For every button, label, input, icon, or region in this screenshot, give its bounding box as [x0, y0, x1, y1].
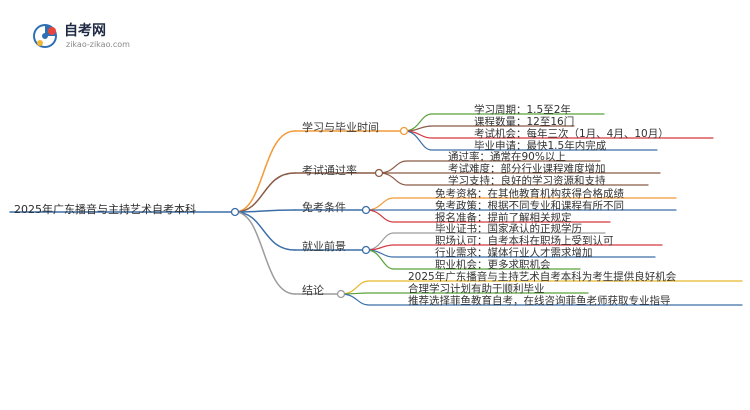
branch-connector-0 — [234, 130, 296, 213]
branch-collapse-toggle-1[interactable] — [374, 168, 384, 178]
leaf-conclusion-recommendation: 推荐选择菲鱼教育自考，在线咨询菲鱼老师获取专业指导 — [408, 295, 671, 307]
logo-title: 自考网 — [64, 23, 106, 39]
branch-pass-rate[interactable]: 考试通过率 — [302, 164, 357, 177]
leaf-connector-1-2 — [378, 172, 649, 186]
branch-collapse-toggle-3[interactable] — [361, 245, 371, 255]
leaf-connector-3-3 — [365, 249, 581, 270]
branch-conclusion[interactable]: 结论 — [302, 284, 324, 297]
logo-mark-icon — [33, 24, 57, 48]
leaf-industry-demand: 行业需求：媒体行业人才需求增加 — [435, 247, 593, 259]
root-topic[interactable]: 2025年广东播音与主持艺术自考本科 — [14, 203, 196, 216]
leaf-connector-4-2 — [340, 293, 743, 306]
leaf-study-support: 学习支持：良好的学习资源和支持 — [448, 175, 606, 187]
branch-employment[interactable]: 就业前景 — [302, 240, 346, 253]
branch-connector-1 — [234, 172, 296, 213]
branch-collapse-toggle-4[interactable] — [336, 289, 346, 299]
branch-study-time[interactable]: 学习与毕业时间 — [302, 121, 379, 134]
branch-connector-4 — [234, 211, 296, 295]
leaf-registration-prep: 报名准备：提前了解相关规定 — [435, 212, 572, 224]
leaf-connector-0-3 — [403, 130, 658, 151]
logo-subtitle: zikao-zikao.com — [66, 40, 130, 49]
leaf-career-opportunity: 职业机会：更多求职机会 — [435, 259, 551, 271]
leaf-exam-chances: 考试机会：每年三次（1月、4月、10月） — [474, 128, 669, 140]
leaf-course-count: 课程数量：12至16门 — [474, 116, 575, 128]
leaf-exam-difficulty: 考试难度：部分行业课程难度增加 — [448, 163, 606, 175]
branch-collapse-toggle-0[interactable] — [399, 126, 409, 136]
leaf-graduation-apply: 毕业申请：最快1.5年内完成 — [474, 140, 607, 152]
leaf-study-period: 学习周期：1.5至2年 — [474, 104, 571, 116]
branch-connector-2 — [234, 209, 296, 213]
leaf-diploma: 毕业证书：国家承认的正规学历 — [435, 223, 582, 235]
leaf-exemption-qualification: 免考资格：在其他教育机构获得合格成绩 — [435, 188, 624, 200]
leaf-pass-rate: 通过率：通常在90%以上 — [448, 151, 566, 163]
branch-connector-3 — [234, 211, 296, 251]
leaf-workplace-recognition: 职场认可：自考本科在职场上受到认可 — [435, 235, 614, 247]
branch-exemption[interactable]: 免考条件 — [302, 201, 346, 214]
root-collapse-toggle[interactable] — [230, 207, 240, 217]
leaf-connector-2-2 — [365, 209, 611, 223]
leaf-conclusion-opportunity: 2025年广东播音与主持艺术自考本科为考生提供良好机会 — [408, 271, 677, 283]
leaf-exemption-policy: 免考政策：根据不同专业和课程有所不同 — [435, 200, 624, 212]
leaf-conclusion-study-plan: 合理学习计划有助于顺利毕业 — [408, 283, 545, 295]
branch-collapse-toggle-2[interactable] — [361, 205, 371, 215]
